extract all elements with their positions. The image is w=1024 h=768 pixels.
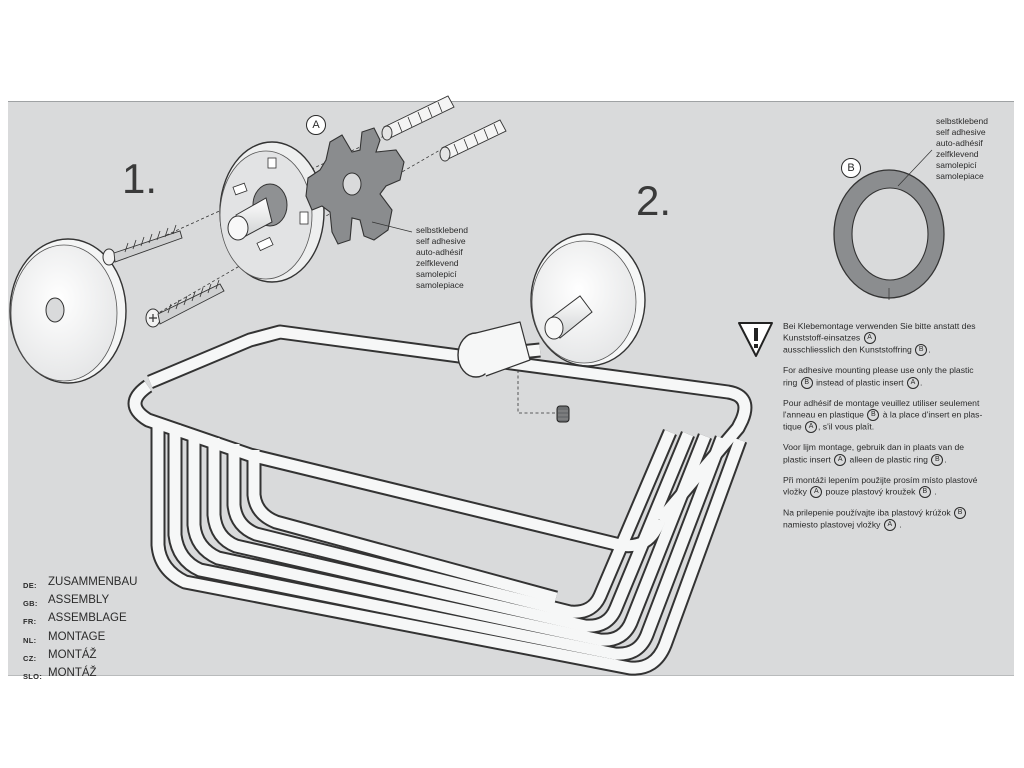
plastic-insert-a <box>305 127 405 245</box>
text-fragment: GB: <box>23 599 38 609</box>
callout-adhesive-left: selbstklebend self adhesive auto-adhésif… <box>416 225 468 290</box>
grub-screw <box>556 405 570 423</box>
text-fragment: MONTAGE <box>48 630 106 643</box>
step-one-number: 1. <box>122 155 158 202</box>
text-fragment: ASSEMBLAGE <box>48 612 127 625</box>
text-fragment: For adhesive mounting please use only th… <box>783 365 974 388</box>
language-row-de: DE: ZUSAMMENBAU <box>23 575 137 593</box>
badge-b: B <box>841 158 861 178</box>
text-fragment: NL: <box>23 635 37 645</box>
text-fragment: namiesto plastovej vložky <box>783 519 881 530</box>
part-reference-badge: B <box>918 486 931 499</box>
text-fragment: , s'il vous plaît. <box>818 421 875 432</box>
part-reference-badge: B <box>915 344 928 357</box>
wire-basket <box>127 321 753 676</box>
text-fragment: alleen de plastic ring <box>849 453 928 464</box>
part-reference-badge: B <box>800 376 813 389</box>
part-reference-badge: A <box>805 421 818 434</box>
text-fragment: DE: <box>23 581 37 590</box>
text-fragment: Při montáži lepením použijte prosím míst… <box>783 474 978 497</box>
text-fragment: ZUSAMMENBAU <box>48 576 138 588</box>
note-de: Bei Klebemontage verwenden Sie bitte ans… <box>783 321 976 357</box>
part-reference-badge: B <box>954 507 967 520</box>
text-fragment: MONTÁŽ <box>48 667 97 680</box>
note-cz: Při montáži lepením použijte prosím míst… <box>783 474 978 499</box>
callout-adhesive-right: selbstklebend self adhesive auto-adhésif… <box>936 116 988 181</box>
text-fragment: Na prilepenie používajte iba plastový kr… <box>783 507 951 518</box>
screw-lower <box>145 279 225 328</box>
part-reference-badge: A <box>906 376 919 389</box>
text-fragment: Bei Klebemontage verwenden Sie bitte ans… <box>783 321 976 343</box>
text-fragment: à la place d'insert en plas- tique <box>783 409 983 432</box>
text-fragment: instead of plastic insert <box>816 377 904 388</box>
text-fragment: SLO: <box>23 672 43 682</box>
callout-leader-left <box>371 221 413 233</box>
part-reference-badge: A <box>834 453 847 466</box>
part-reference-badge: A <box>883 519 896 532</box>
text-fragment: ausschliesslich den Kunststoffring <box>783 344 912 355</box>
language-row-nl: NL: MONTAGE <box>23 630 137 648</box>
text-fragment: ASSEMBLY <box>48 594 110 607</box>
wall-rosette <box>530 233 646 367</box>
badge-a: A <box>306 115 326 135</box>
text-fragment: Voor lijm montage, gebruik dan in plaats… <box>783 442 965 464</box>
note-slo: Na prilepenie používajte iba plastový kr… <box>783 507 1013 532</box>
wall-plug-lower <box>439 119 507 162</box>
note-fr: Pour adhésif de montage veuillez utilise… <box>783 397 1013 434</box>
wall-plug-upper <box>381 95 455 141</box>
text-fragment: pouze plastový kroužek <box>825 486 916 497</box>
part-reference-badge: B <box>867 409 880 422</box>
note-gb: For adhesive mounting please use only th… <box>783 365 974 389</box>
step-two-number: 2. <box>636 177 672 224</box>
text-fragment: MONTÁŽ <box>48 648 97 661</box>
part-reference-badge: B <box>931 453 944 466</box>
language-row-cz: CZ: MONTÁŽ <box>23 648 137 666</box>
language-row-slo: SLO: MONTÁŽ <box>23 666 137 684</box>
wall-mount <box>219 141 325 283</box>
text-fragment: CZ: <box>23 653 37 663</box>
adhesive-mounting-note: Bei Klebemontage verwenden Sie bitte ans… <box>783 321 1013 540</box>
part-reference-badge: A <box>863 332 876 345</box>
screw-upper <box>102 224 183 266</box>
text-fragment: Pour adhésif de montage veuillez utilise… <box>783 397 980 420</box>
language-legend: DE: ZUSAMMENBAU GB: ASSEMBLY FR: ASSEMBLAGE… <box>23 575 137 684</box>
warning-triangle-icon <box>738 322 773 357</box>
cover-disc <box>9 238 127 384</box>
language-row-gb: GB: ASSEMBLY <box>23 593 137 611</box>
part-reference-badge: A <box>810 486 823 499</box>
language-row-fr: FR: ASSEMBLAGE <box>23 611 137 629</box>
note-nl: Voor lijm montage, gebruik dan in plaats… <box>783 442 965 466</box>
text-fragment: FR: <box>23 617 37 627</box>
adhesive-ring-b <box>833 149 945 300</box>
